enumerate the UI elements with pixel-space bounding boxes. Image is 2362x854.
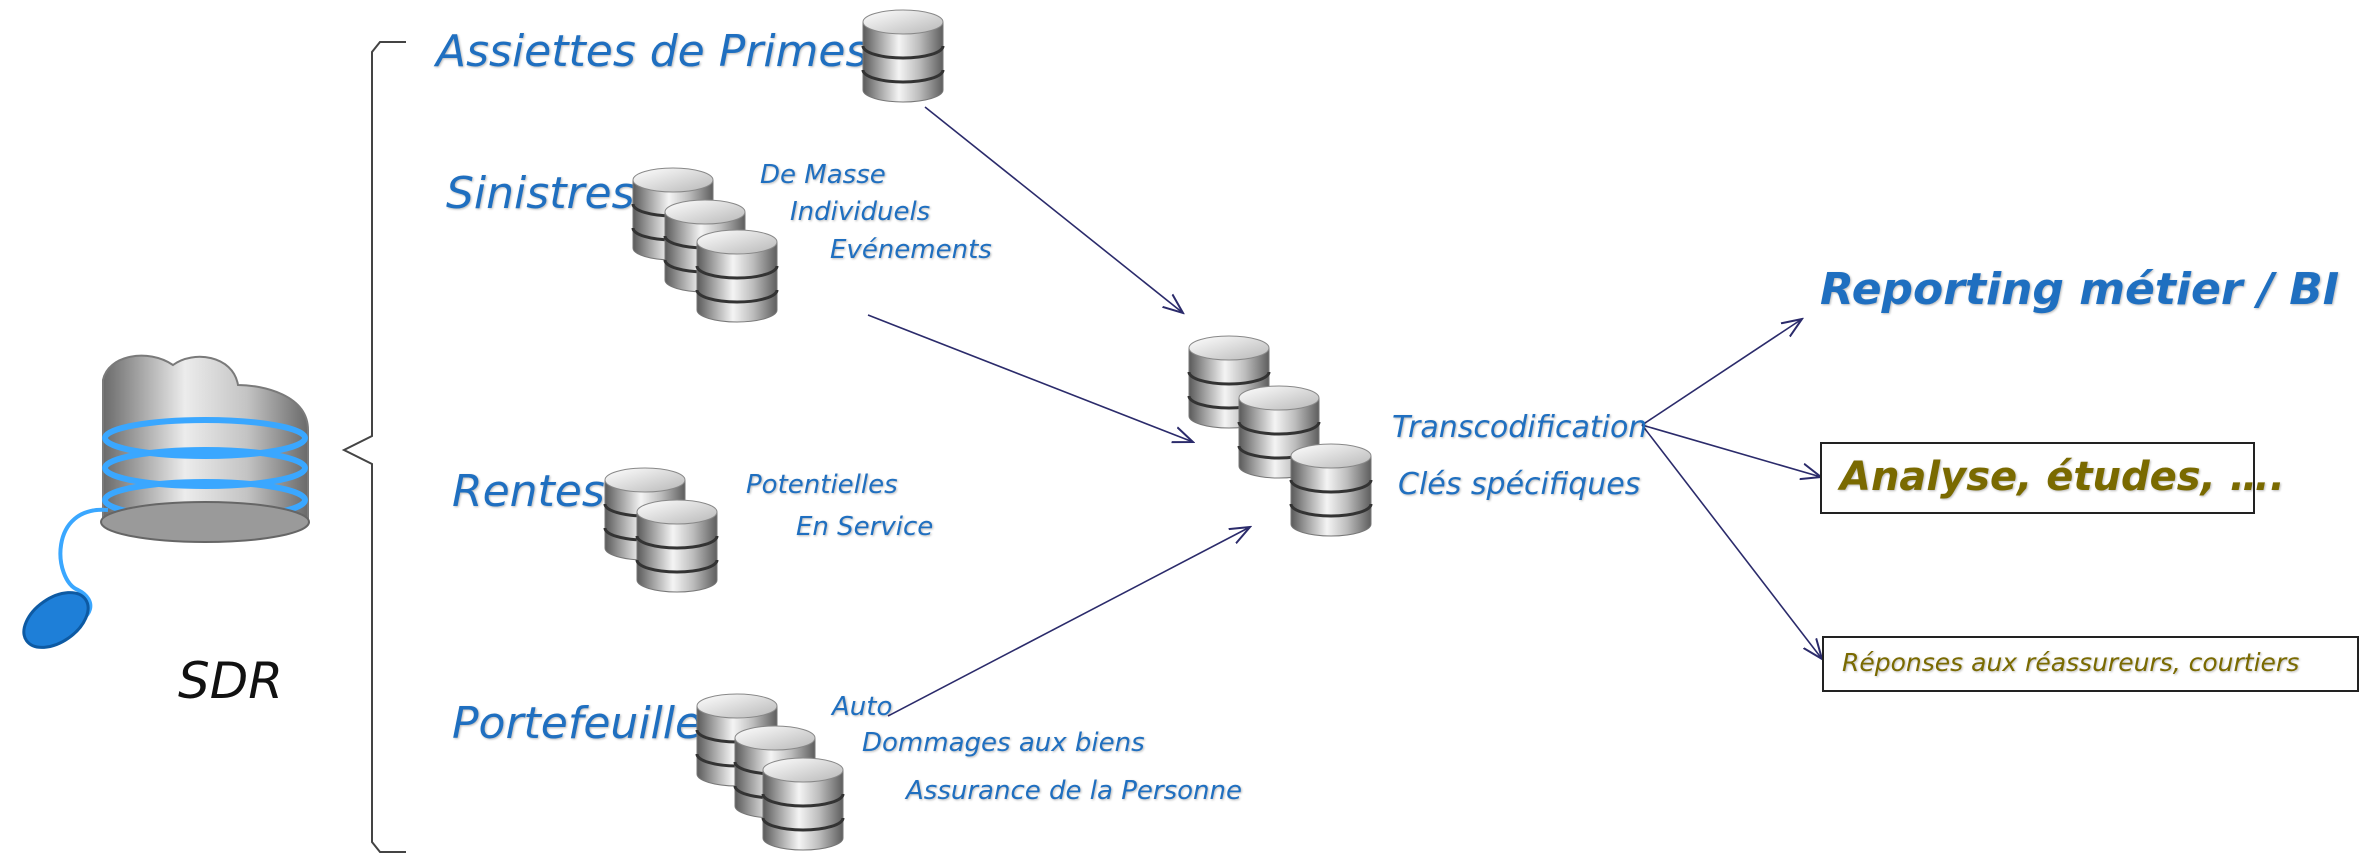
database-icon: [861, 9, 945, 103]
rentes-item-potentielles: Potentielles: [746, 470, 898, 500]
sinistres-item-evenements: Evénements: [830, 235, 992, 265]
arrow-assiettes-to-hub: [924, 106, 1183, 313]
output-analyse: Analyse, études, ….: [1840, 454, 2285, 500]
hub-item-cles-specifiques: Clés spécifiques: [1398, 467, 1641, 502]
sdr-label: SDR: [178, 652, 283, 710]
source-title-sinistres: Sinistres: [446, 168, 635, 219]
arrow-portefeuille-to-hub: [887, 527, 1250, 717]
portefeuille-item-dommages: Dommages aux biens: [862, 728, 1145, 758]
sinistres-item-de-masse: De Masse: [760, 160, 886, 190]
output-reporting: Reporting métier / BI: [1820, 264, 2340, 315]
output-analyse-box: Analyse, études, ….: [1820, 442, 2285, 514]
output-reponses: Réponses aux réassureurs, courtiers: [1842, 648, 2300, 677]
source-title-portefeuille: Portefeuille: [452, 698, 703, 749]
hub-item-transcodification: Transcodification: [1392, 410, 1648, 445]
database-icon: [635, 499, 719, 593]
rentes-item-en-service: En Service: [796, 512, 934, 542]
database-stack-icon: [1289, 443, 1373, 537]
arrow-hub-to-reporting: [1641, 319, 1802, 426]
arrow-hub-to-analyse: [1641, 424, 1821, 477]
database-icon: [695, 229, 779, 323]
portefeuille-item-assurance-personne: Assurance de la Personne: [906, 776, 1242, 806]
cloud-database-with-mouse-icon: [22, 354, 310, 649]
grouping-bracket: [341, 41, 406, 853]
portefeuille-item-auto: Auto: [832, 692, 893, 722]
sinistres-item-individuels: Individuels: [790, 197, 931, 227]
source-title-assiettes: Assiettes de Primes: [436, 26, 869, 77]
database-icon: [761, 757, 845, 851]
arrow-hub-to-reponses: [1641, 424, 1822, 659]
arrow-sinistres-to-hub: [867, 314, 1193, 442]
output-reponses-box: Réponses aux réassureurs, courtiers: [1822, 636, 2359, 692]
source-title-rentes: Rentes: [452, 466, 605, 517]
